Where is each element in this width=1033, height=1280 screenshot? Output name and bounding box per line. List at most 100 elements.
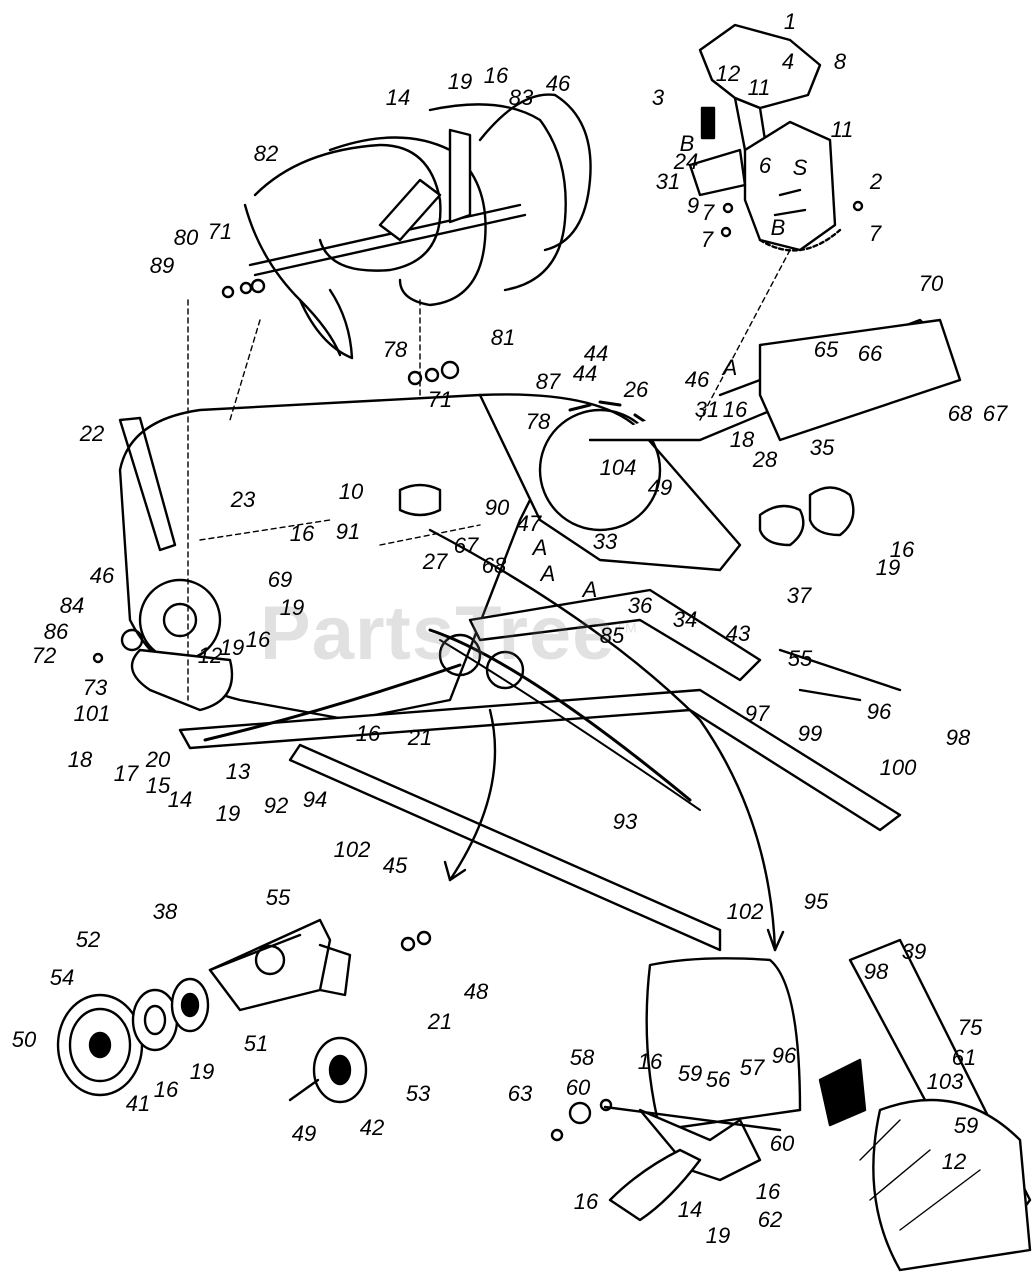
part-callout: 44 bbox=[583, 341, 609, 366]
part-callout: 8 bbox=[833, 49, 847, 74]
part-callout: 16 bbox=[153, 1077, 179, 1102]
part-callout: 16 bbox=[755, 1179, 781, 1204]
part-callout: 104 bbox=[599, 455, 637, 480]
part-callout: 48 bbox=[463, 979, 489, 1004]
part-callout: 2 bbox=[869, 169, 883, 194]
part-callout: 14 bbox=[167, 787, 193, 812]
part-callout: 89 bbox=[149, 253, 175, 278]
part-callout: 46 bbox=[684, 367, 710, 392]
reference-letter: B bbox=[770, 215, 786, 240]
part-callout: 19 bbox=[705, 1223, 731, 1248]
part-callout: 87 bbox=[535, 369, 561, 394]
part-callout: 10 bbox=[338, 479, 364, 504]
part-callout: 34 bbox=[672, 607, 698, 632]
part-callout: 66 bbox=[857, 341, 883, 366]
part-callout: 38 bbox=[152, 899, 178, 924]
part-callout: 93 bbox=[612, 809, 638, 834]
part-callout: 26 bbox=[623, 377, 649, 402]
part-callout: 75 bbox=[957, 1015, 983, 1040]
part-callout: 60 bbox=[769, 1131, 795, 1156]
part-callout: 86 bbox=[43, 619, 69, 644]
part-callout: 7 bbox=[700, 227, 714, 252]
part-callout: 95 bbox=[803, 889, 829, 914]
reference-letter: A bbox=[532, 535, 548, 560]
part-callout: 71 bbox=[207, 219, 233, 244]
part-callout: 60 bbox=[565, 1075, 591, 1100]
part-callout: 21 bbox=[407, 725, 433, 750]
part-callout: 59 bbox=[953, 1113, 979, 1138]
reference-letter: B bbox=[679, 131, 695, 156]
part-callout: 13 bbox=[225, 759, 251, 784]
part-callout: 83 bbox=[508, 85, 534, 110]
part-callout: 16 bbox=[245, 627, 271, 652]
part-callout: 18 bbox=[729, 427, 755, 452]
part-callout: 14 bbox=[385, 85, 411, 110]
part-callout: 90 bbox=[484, 495, 510, 520]
part-callout: A bbox=[582, 577, 598, 602]
part-callout: 19 bbox=[279, 595, 305, 620]
part-callout: 35 bbox=[809, 435, 835, 460]
part-callout: 56 bbox=[705, 1067, 731, 1092]
part-callout: 41 bbox=[125, 1091, 151, 1116]
part-callout: 54 bbox=[49, 965, 75, 990]
part-callout: 53 bbox=[405, 1081, 431, 1106]
part-callout: 51 bbox=[243, 1031, 269, 1056]
part-callout: 3 bbox=[651, 85, 665, 110]
handle-detail bbox=[550, 938, 1032, 1272]
part-callout: 14 bbox=[677, 1197, 703, 1222]
reference-letter: A bbox=[722, 355, 738, 380]
part-callout: 103 bbox=[926, 1069, 964, 1094]
part-callout: 1 bbox=[783, 9, 797, 34]
frame-rails bbox=[118, 318, 962, 952]
part-callout: 11 bbox=[830, 117, 854, 142]
part-callout: 68 bbox=[947, 401, 973, 426]
part-callout: 19 bbox=[875, 555, 901, 580]
part-callout: 81 bbox=[490, 325, 516, 350]
part-callout: 102 bbox=[333, 837, 371, 862]
part-callout: 17 bbox=[113, 761, 139, 786]
part-callout: 91 bbox=[335, 519, 361, 544]
part-callout: 16 bbox=[722, 397, 748, 422]
part-callout: 19 bbox=[189, 1059, 215, 1084]
part-callout: 100 bbox=[879, 755, 917, 780]
part-callout: 37 bbox=[786, 583, 812, 608]
part-callout: 36 bbox=[627, 593, 653, 618]
part-callout: 33 bbox=[592, 529, 618, 554]
part-callout: 80 bbox=[173, 225, 199, 250]
part-callout: 4 bbox=[781, 49, 795, 74]
part-callout: 16 bbox=[483, 63, 509, 88]
part-callout: 63 bbox=[507, 1081, 533, 1106]
part-callout: 44 bbox=[572, 361, 598, 386]
part-callout: 31 bbox=[655, 169, 681, 194]
part-callout: 65 bbox=[813, 337, 839, 362]
leader-lines bbox=[187, 249, 791, 701]
part-callout: 73 bbox=[82, 675, 108, 700]
part-callout: 68 bbox=[481, 553, 507, 578]
part-callout: 42 bbox=[359, 1115, 385, 1140]
part-callout: 43 bbox=[725, 621, 751, 646]
part-callout: 97 bbox=[744, 701, 770, 726]
part-callout: 12 bbox=[715, 61, 741, 86]
part-callout: 101 bbox=[73, 701, 111, 726]
reference-letter: A bbox=[540, 561, 556, 586]
part-callout: 24 bbox=[673, 149, 699, 174]
part-callout: 96 bbox=[771, 1043, 797, 1068]
part-callout: 78 bbox=[525, 409, 551, 434]
part-callout: 19 bbox=[447, 69, 473, 94]
part-callout: 18 bbox=[67, 747, 93, 772]
part-callout: 31 bbox=[694, 397, 720, 422]
part-callout: 20 bbox=[145, 747, 171, 772]
watermark: PartsTreeTM bbox=[260, 591, 638, 676]
part-callout: 59 bbox=[677, 1061, 703, 1086]
part-callout: 19 bbox=[215, 801, 241, 826]
part-callout: 67 bbox=[453, 533, 479, 558]
part-callout: 7 bbox=[701, 200, 715, 225]
part-callout: 52 bbox=[75, 927, 101, 952]
part-callout: 98 bbox=[945, 725, 971, 750]
part-callout: 71 bbox=[427, 387, 453, 412]
part-callout: 99 bbox=[797, 721, 823, 746]
part-callout: 7 bbox=[868, 221, 882, 246]
part-callout: 46 bbox=[545, 71, 571, 96]
